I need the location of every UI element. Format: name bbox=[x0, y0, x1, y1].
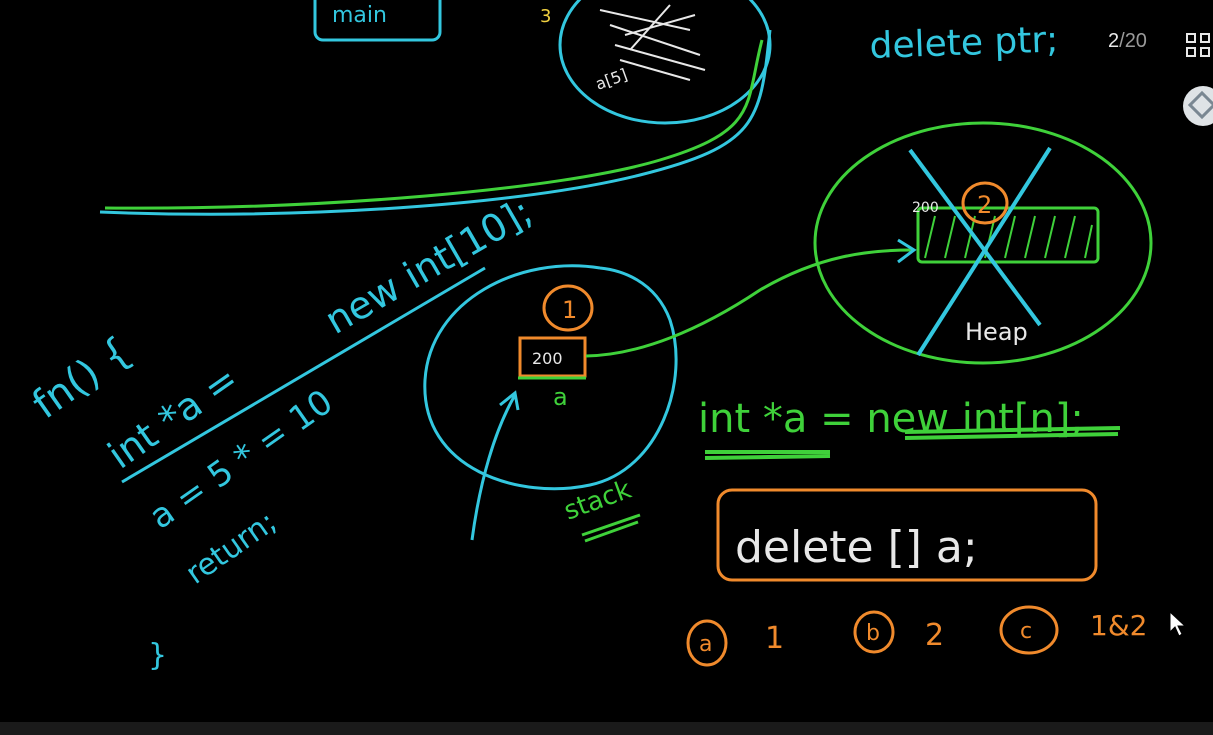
option-c-marker: c bbox=[1020, 619, 1032, 644]
answer-box: delete [] a; bbox=[716, 488, 1098, 582]
strike-line bbox=[121, 266, 486, 484]
function-code: fn() { int *a = new int[10]; a = 5 * = 1… bbox=[24, 189, 539, 673]
heap-address: 200 bbox=[912, 200, 939, 216]
marker-1-circle bbox=[542, 284, 594, 332]
options-row: a 1 b 2 c 1&2 bbox=[686, 605, 1147, 667]
main-label: main bbox=[332, 3, 387, 28]
toolbar-toggle-button[interactable] bbox=[1183, 86, 1213, 126]
divider-curve-green bbox=[104, 39, 764, 210]
delete-ptr-note: delete ptr; bbox=[869, 19, 1059, 67]
option-b-circle bbox=[853, 610, 895, 654]
page-total: 20 bbox=[1124, 30, 1147, 52]
pointer-to-heap-arrow bbox=[585, 248, 913, 358]
option-c-text: 1&2 bbox=[1090, 609, 1147, 642]
heap-array-box bbox=[916, 206, 1100, 264]
diamond-icon bbox=[1187, 90, 1213, 120]
option-b-marker: b bbox=[866, 621, 880, 646]
pointer-value: 200 bbox=[532, 349, 563, 368]
code-line3: return; bbox=[180, 504, 284, 591]
marker-1: 1 bbox=[562, 296, 577, 324]
fn-header: fn() { bbox=[24, 328, 140, 428]
svg-text:3: 3 bbox=[540, 6, 551, 27]
code-line1-right: new int[10]; bbox=[318, 189, 540, 343]
cross-stroke-1 bbox=[908, 148, 1042, 327]
main-box: main bbox=[313, 0, 442, 42]
heap-region: 2 200 Heap bbox=[813, 121, 1153, 365]
marker-2-circle bbox=[961, 181, 1009, 225]
divider-curve-cyan bbox=[99, 29, 772, 216]
answer-text: delete [] a; bbox=[735, 522, 978, 573]
option-c-circle bbox=[999, 605, 1059, 655]
option-a-marker: a bbox=[699, 632, 712, 657]
page-indicator: 2/20 bbox=[1108, 30, 1147, 53]
marker-2: 2 bbox=[977, 191, 992, 219]
page-separator: / bbox=[1119, 30, 1125, 52]
allocation-statement: int *a = new int[n]; bbox=[698, 396, 1121, 460]
stack-frame: 1 200 a stack bbox=[423, 264, 678, 543]
svg-text:a[5]: a[5] bbox=[593, 65, 630, 94]
code-close: } bbox=[148, 638, 167, 673]
option-a-text: 1 bbox=[765, 621, 784, 656]
stack-arrow bbox=[470, 394, 517, 541]
mouse-cursor-icon bbox=[1169, 610, 1187, 637]
pointer-var: a bbox=[553, 383, 568, 411]
pointer-cell bbox=[518, 336, 587, 378]
grid-view-icon[interactable] bbox=[1186, 33, 1210, 57]
page-current: 2 bbox=[1108, 30, 1120, 52]
option-b-text: 2 bbox=[925, 618, 944, 653]
bottom-bar bbox=[0, 722, 1213, 735]
heap-label: Heap bbox=[965, 318, 1028, 346]
previous-sketch: a[5] 3 bbox=[540, 0, 772, 125]
cross-stroke-2 bbox=[916, 146, 1052, 357]
option-a-circle bbox=[686, 619, 728, 667]
